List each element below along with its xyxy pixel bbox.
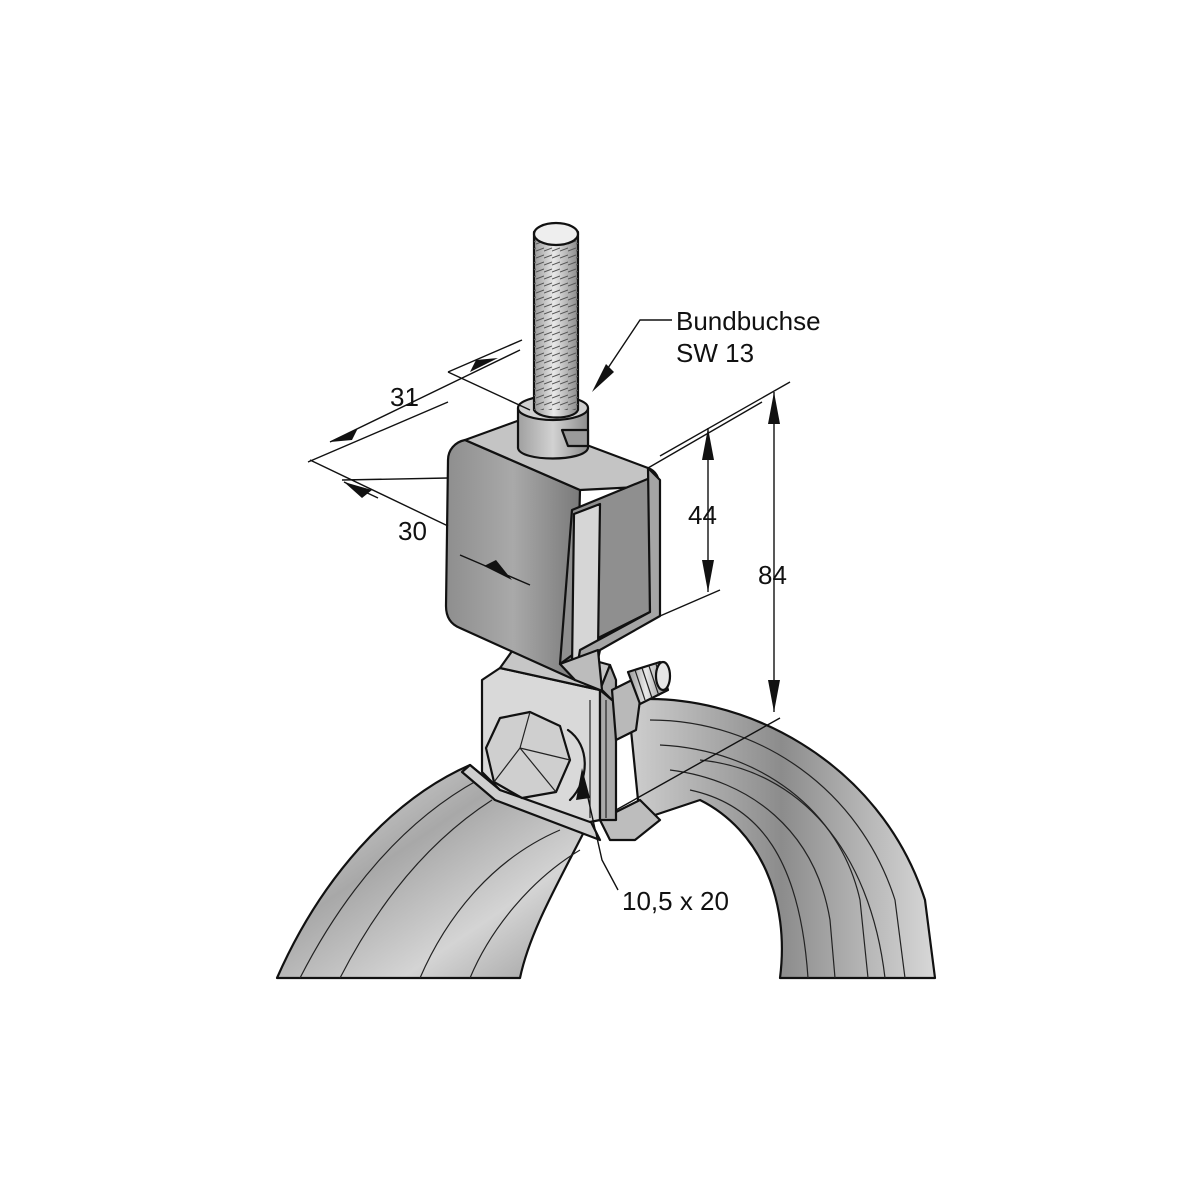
- label-slot: 10,5 x 20: [622, 886, 729, 916]
- label-dim-30: 30: [398, 516, 427, 546]
- slot-leader: [576, 768, 619, 891]
- threaded-rod: [532, 221, 580, 419]
- dimension-31: [307, 339, 531, 527]
- label-bundbuchse: Bundbuchse: [676, 306, 821, 336]
- label-dim-44: 44: [688, 500, 717, 530]
- nut-and-bolt-end: [610, 660, 672, 742]
- dimension-44: [647, 401, 763, 617]
- bundbuchse-leader: [592, 319, 672, 392]
- clamp-band-right: [626, 698, 937, 980]
- label-dim-31: 31: [390, 382, 419, 412]
- hex-bolt-head: [484, 710, 586, 802]
- band-lip: [598, 798, 662, 842]
- dimension-84: [615, 381, 791, 811]
- label-sw13: SW 13: [676, 338, 754, 368]
- label-dim-84: 84: [758, 560, 787, 590]
- box-bracket: [444, 418, 662, 702]
- clamp-band-left: [275, 763, 602, 980]
- dimension-30: [341, 477, 531, 586]
